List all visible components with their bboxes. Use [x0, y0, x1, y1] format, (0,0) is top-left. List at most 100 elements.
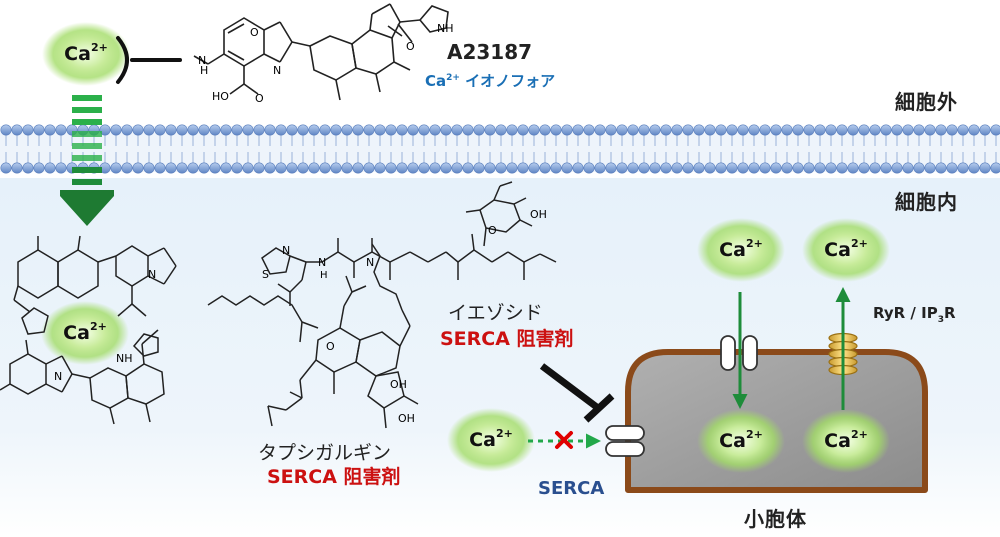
- lipid-head: [726, 124, 738, 136]
- lipid-head: [781, 124, 793, 136]
- lipid-head: [704, 124, 716, 136]
- lipid-head: [594, 124, 606, 136]
- lipid-head: [0, 162, 12, 174]
- lipid-head: [858, 124, 870, 136]
- lipid-head: [242, 124, 254, 136]
- lipid-head: [836, 162, 848, 174]
- lipid-head: [759, 162, 771, 174]
- lipid-head: [990, 162, 1000, 174]
- lipid-head: [110, 162, 122, 174]
- lipid-head: [418, 124, 430, 136]
- calcium-ion-extracellular: Ca2+: [64, 41, 108, 65]
- lipid-head: [891, 162, 903, 174]
- lipid-head: [550, 162, 562, 174]
- lipid-head: [979, 124, 991, 136]
- lipid-head: [660, 124, 672, 136]
- atom-label-ho: HO: [212, 90, 229, 103]
- lipid-head: [616, 124, 628, 136]
- lipid-head: [957, 162, 969, 174]
- lipid-head: [528, 162, 540, 174]
- calcium-glow: [447, 408, 535, 472]
- lipid-head: [858, 162, 870, 174]
- lipid-head: [330, 124, 342, 136]
- ionophore-binding-bracket: [116, 36, 182, 84]
- lipid-head: [737, 162, 749, 174]
- lipid-head: [319, 124, 331, 136]
- atom-label-h: H: [320, 270, 328, 281]
- blocked-cross-icon: [555, 431, 573, 449]
- lipid-head: [517, 124, 529, 136]
- lipid-head: [638, 162, 650, 174]
- lipid-head: [968, 124, 980, 136]
- lipid-head: [693, 124, 705, 136]
- lipid-head: [451, 124, 463, 136]
- lipid-head: [198, 124, 210, 136]
- lipid-head: [396, 124, 408, 136]
- lipid-head: [286, 162, 298, 174]
- lipid-head: [308, 162, 320, 174]
- lipid-head: [143, 162, 155, 174]
- lipid-head: [715, 162, 727, 174]
- lipid-head: [121, 162, 133, 174]
- lipid-head: [770, 162, 782, 174]
- serca-inhibitor-label-iezoside: SERCA 阻害剤: [440, 328, 574, 350]
- organelle-label: 小胞体: [744, 507, 807, 531]
- lipid-head: [671, 124, 683, 136]
- lipid-head: [374, 124, 386, 136]
- lipid-head: [946, 162, 958, 174]
- atom-label-o: O: [250, 26, 259, 39]
- lipid-head: [792, 124, 804, 136]
- lipid-head: [814, 124, 826, 136]
- lipid-head: [55, 124, 67, 136]
- a23187-ca-complex-structure: [0, 235, 177, 425]
- atom-label-n5: N: [366, 256, 375, 269]
- calcium-ion-cytosol: Ca2+: [469, 427, 513, 451]
- lipid-head: [363, 124, 375, 136]
- lipid-head: [891, 124, 903, 136]
- lipid-head: [407, 162, 419, 174]
- atom-label-o4: O: [488, 224, 497, 237]
- lipid-head: [154, 124, 166, 136]
- lipid-head: [154, 162, 166, 174]
- lipid-head: [374, 162, 386, 174]
- lipid-head: [924, 124, 936, 136]
- atom-label-n3: N: [282, 244, 291, 257]
- lipid-head: [22, 124, 34, 136]
- lipid-head: [539, 162, 551, 174]
- lipid-head: [561, 124, 573, 136]
- lipid-head: [165, 124, 177, 136]
- lipid-head: [704, 162, 716, 174]
- lipid-head: [33, 124, 45, 136]
- lipid-head: [880, 162, 892, 174]
- lipid-head: [902, 124, 914, 136]
- lipid-head: [869, 124, 881, 136]
- calcium-glow: [802, 218, 890, 282]
- lipid-head: [803, 162, 815, 174]
- atom-label-nh-pyrrole: NH: [437, 22, 454, 35]
- lipid-head: [253, 124, 265, 136]
- atom-label-nh: H: [200, 64, 209, 77]
- lipid-head: [451, 162, 463, 174]
- serca-inhibition-bar: [539, 363, 615, 423]
- lipid-head: [561, 162, 573, 174]
- lipid-head: [825, 124, 837, 136]
- lipid-head: [594, 162, 606, 174]
- lipid-head: [319, 162, 331, 174]
- lipid-head: [22, 162, 34, 174]
- atom-label-oh2: OH: [390, 378, 407, 391]
- a23187-structure: [193, 3, 449, 101]
- atom-label-n2: N: [198, 54, 207, 67]
- compound-name-label: A23187: [447, 40, 533, 64]
- atom-label-n4: N: [318, 256, 327, 269]
- lipid-head: [55, 162, 67, 174]
- lipid-head: [737, 124, 749, 136]
- lipid-head: [847, 162, 859, 174]
- lipid-head: [242, 162, 254, 174]
- lipid-head: [429, 124, 441, 136]
- lipid-head: [495, 162, 507, 174]
- lipid-head: [110, 124, 122, 136]
- lipid-head: [506, 124, 518, 136]
- lipid-head: [418, 162, 430, 174]
- lipid-head: [671, 162, 683, 174]
